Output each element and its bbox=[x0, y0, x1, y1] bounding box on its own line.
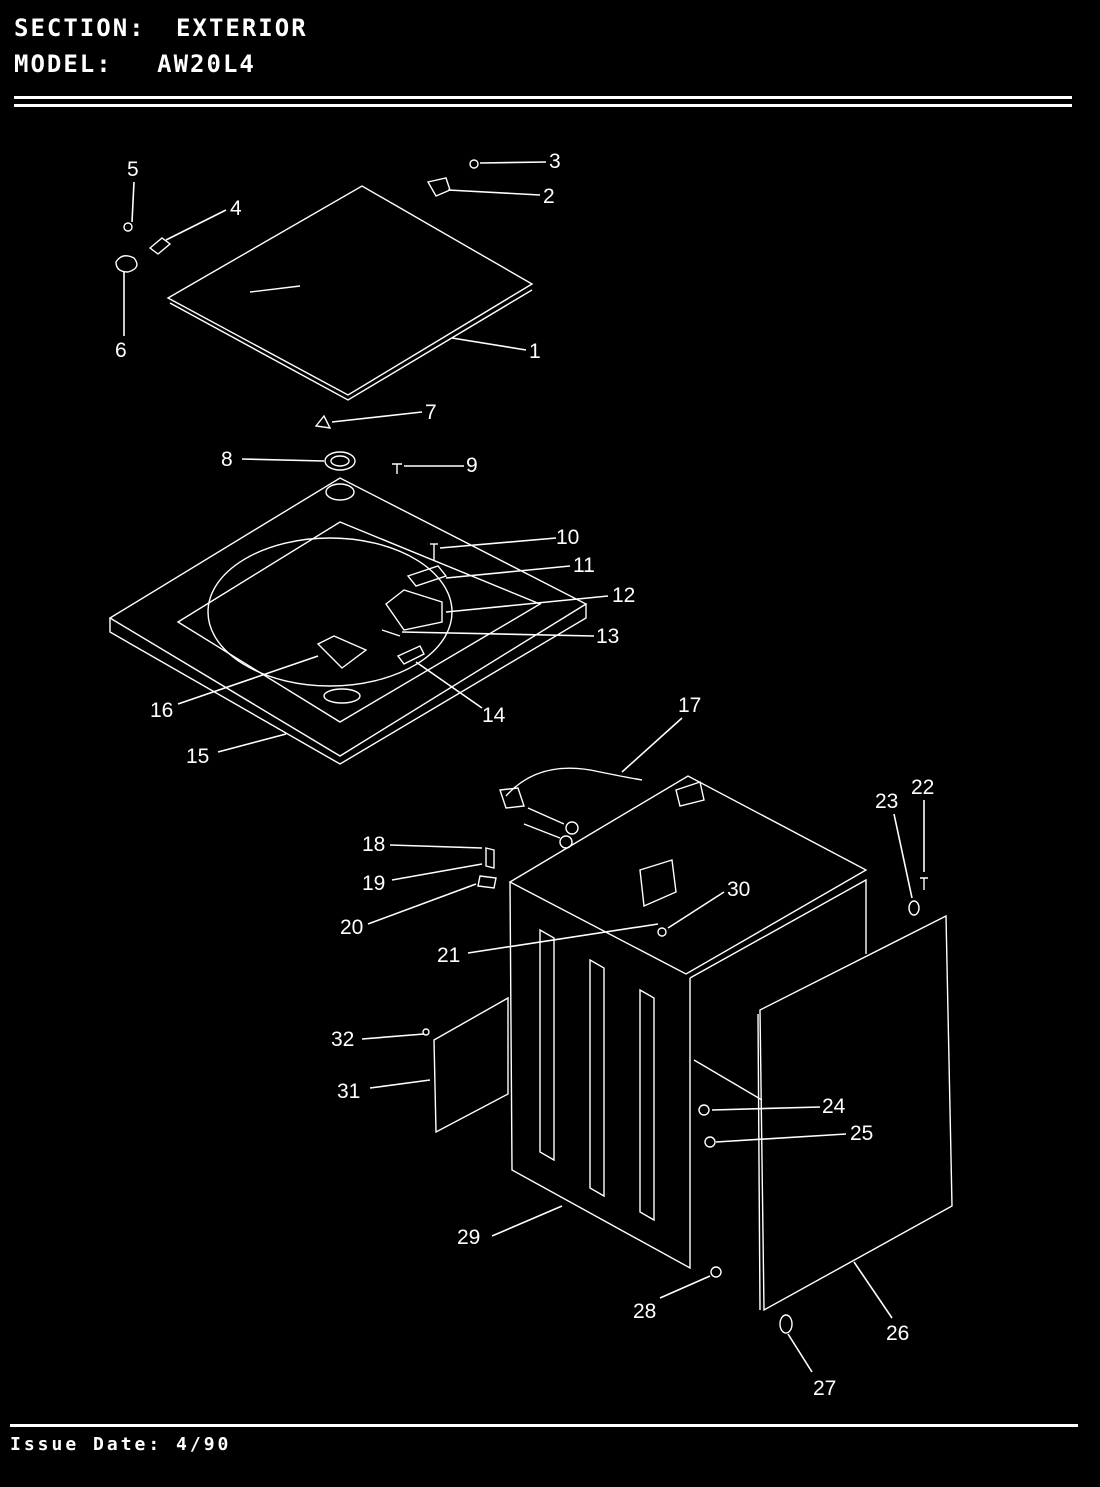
callout-31: 31 bbox=[337, 1080, 360, 1103]
callout-2: 2 bbox=[543, 185, 555, 208]
lid-hardware bbox=[115, 159, 479, 474]
section-line: SECTION: EXTERIOR bbox=[14, 14, 308, 42]
model-line: MODEL: AW20L4 bbox=[14, 50, 256, 78]
footer-rule bbox=[10, 1424, 1078, 1427]
callout-20: 20 bbox=[340, 916, 363, 939]
issue-date: Issue Date: 4/90 bbox=[10, 1434, 232, 1455]
callout-8: 8 bbox=[221, 448, 233, 471]
callout-17: 17 bbox=[678, 694, 701, 717]
lid-part bbox=[166, 185, 534, 401]
top-cover-part bbox=[108, 477, 588, 765]
callout-32: 32 bbox=[331, 1028, 354, 1051]
header-rule-top bbox=[14, 96, 1072, 99]
callout-labels: 1 2 3 4 5 6 7 8 9 10 11 12 13 14 15 16 1… bbox=[115, 150, 934, 1400]
callout-13: 13 bbox=[596, 625, 619, 648]
callout-10: 10 bbox=[556, 526, 579, 549]
callout-9: 9 bbox=[466, 454, 478, 477]
callout-3: 3 bbox=[549, 150, 561, 173]
callout-14: 14 bbox=[482, 704, 506, 727]
callout-30: 30 bbox=[727, 878, 750, 901]
callout-29: 29 bbox=[457, 1226, 480, 1249]
model-value: AW20L4 bbox=[157, 50, 256, 78]
callout-19: 19 bbox=[362, 872, 385, 895]
callout-26: 26 bbox=[886, 1322, 909, 1345]
callout-6: 6 bbox=[115, 339, 127, 362]
callout-25: 25 bbox=[850, 1122, 873, 1145]
callout-11: 11 bbox=[573, 554, 595, 577]
section-label: SECTION: bbox=[14, 14, 146, 42]
callout-1: 1 bbox=[529, 340, 541, 363]
callout-4: 4 bbox=[230, 197, 242, 220]
callout-16: 16 bbox=[150, 699, 173, 722]
callout-24: 24 bbox=[822, 1095, 846, 1118]
leader-lines bbox=[123, 161, 925, 1373]
callout-21: 21 bbox=[437, 944, 460, 967]
callout-5: 5 bbox=[127, 158, 139, 181]
callout-23: 23 bbox=[875, 790, 898, 813]
callout-18: 18 bbox=[362, 833, 385, 856]
section-value: EXTERIOR bbox=[176, 14, 308, 42]
model-label: MODEL: bbox=[14, 50, 113, 78]
back-panel-part bbox=[757, 914, 953, 1312]
callout-28: 28 bbox=[633, 1300, 656, 1323]
header-rule-bottom bbox=[14, 104, 1072, 107]
callout-12: 12 bbox=[612, 584, 635, 607]
bracket-parts bbox=[477, 847, 497, 889]
cabinet-part bbox=[508, 775, 868, 1270]
callout-15: 15 bbox=[186, 745, 209, 768]
callout-27: 27 bbox=[813, 1377, 836, 1400]
callout-7: 7 bbox=[425, 401, 437, 424]
small-panel-part bbox=[433, 996, 509, 1134]
misc-hardware bbox=[422, 877, 928, 1334]
callout-22: 22 bbox=[911, 776, 934, 799]
cord-part bbox=[499, 767, 643, 849]
